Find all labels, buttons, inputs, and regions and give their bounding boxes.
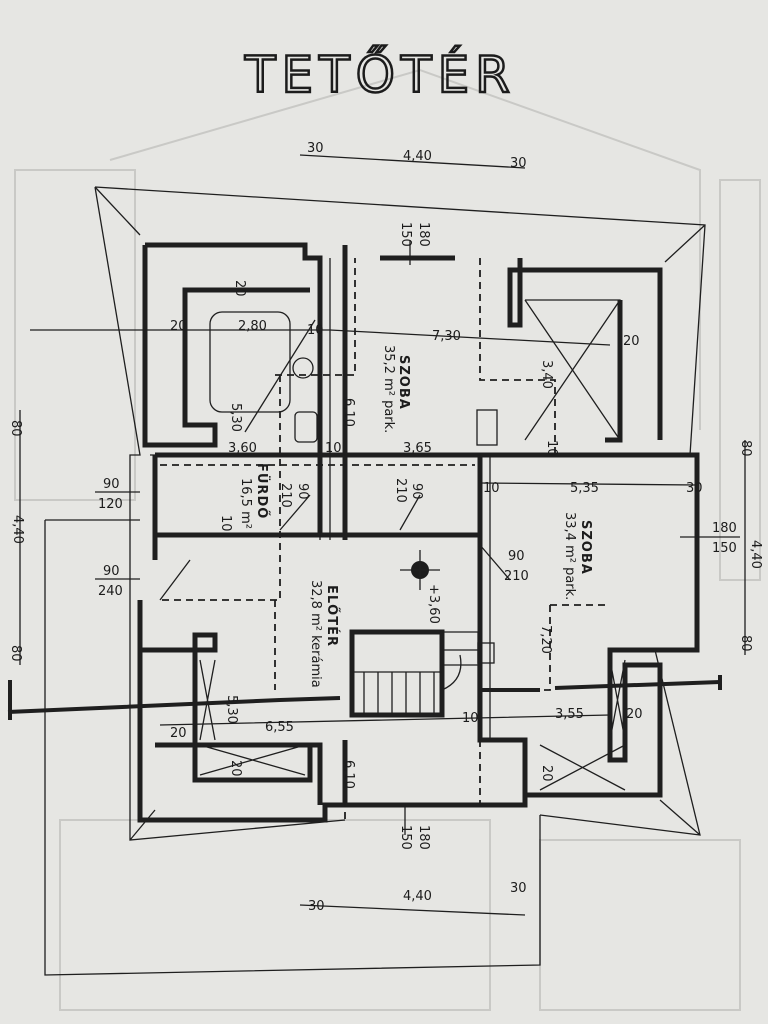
background-ghost-drawing <box>14 68 761 1011</box>
roof-windows <box>199 299 626 791</box>
dim-label: 80 <box>8 420 23 437</box>
dim-label: 4,40 <box>403 889 432 904</box>
dim-label: 20 <box>232 280 247 297</box>
dim-label: 30 <box>510 881 527 896</box>
level-mark: +3,60 <box>426 584 441 624</box>
dim-label: 120 <box>98 497 123 512</box>
bathroom-fixtures <box>209 311 318 443</box>
dim-label: 3,40 <box>539 360 554 389</box>
dim-label: 80 <box>738 440 753 457</box>
dim-label: 10 <box>462 711 479 726</box>
dim-label: 5,35 <box>570 481 599 496</box>
page-title: TETŐTÉR <box>244 45 516 104</box>
dim-label: 7,20 <box>538 625 553 654</box>
dim-label: 180 <box>712 521 737 536</box>
dim-label: 4,40 <box>403 149 432 164</box>
room-name-szoba-1: SZOBA <box>396 355 411 410</box>
dim-label: 180 <box>416 222 431 247</box>
dim-label: 210 <box>504 569 529 584</box>
room-area-eloter: 32,8 m² kerámia <box>308 580 323 688</box>
dim-label: 80 <box>8 645 23 662</box>
dim-label: 20 <box>626 707 643 722</box>
dim-label: 5,30 <box>228 403 243 432</box>
dim-label: 30 <box>308 899 325 914</box>
dim-label: 90 <box>103 477 120 492</box>
walls <box>137 242 700 823</box>
dim-label: 6,55 <box>265 720 294 735</box>
dim-label: 90 <box>409 483 424 500</box>
dim-label: 3,55 <box>555 707 584 722</box>
dim-label: 20 <box>170 319 187 334</box>
dim-label: 6,10 <box>341 760 356 789</box>
dim-label: 180 <box>416 825 431 850</box>
dim-label: 10 <box>218 515 233 532</box>
dim-label: 90 <box>295 483 310 500</box>
dim-label: 20 <box>228 760 243 777</box>
dim-label: 4,40 <box>748 540 763 569</box>
dimension-lines <box>19 154 746 916</box>
dim-label: 20 <box>623 334 640 349</box>
dim-label: 30 <box>686 481 703 496</box>
roof-outline <box>44 186 706 976</box>
dim-label: 90 <box>508 549 525 564</box>
dim-label: 90 <box>103 564 120 579</box>
sink-icon <box>294 411 318 443</box>
room-name-szoba-2: SZOBA <box>578 520 593 575</box>
dim-label: 10 <box>325 441 342 456</box>
dim-label: 210 <box>393 478 408 503</box>
slope-lines <box>160 258 610 820</box>
dim-label: 20 <box>539 765 554 782</box>
dim-label: 10 <box>544 440 559 457</box>
dim-label: 150 <box>398 825 413 850</box>
dim-label: 3,60 <box>228 441 257 456</box>
room-area-furdo: 16,5 m² <box>238 478 253 529</box>
room-area-szoba-2: 33,4 m² park. <box>562 512 577 600</box>
level-marker: +3,60 <box>400 550 441 624</box>
staircase <box>349 629 479 718</box>
dim-label: 20 <box>170 726 187 741</box>
dim-label: 150 <box>712 541 737 556</box>
room-name-eloter: ELŐTÉR <box>324 585 340 647</box>
dim-label: 10 <box>483 481 500 496</box>
room-name-furdo: FÜRDŐ <box>254 463 270 519</box>
room-area-szoba-1: 35,2 m² park. <box>381 345 396 433</box>
doors <box>159 494 511 601</box>
dim-label: 3,65 <box>403 441 432 456</box>
toilet-icon <box>292 357 314 379</box>
dim-label: 10 <box>307 323 324 338</box>
dim-label: 30 <box>510 156 527 171</box>
dimension-labels: 30 4,40 30 180 150 2,80 7,30 20 20 20 10… <box>8 141 763 914</box>
dim-label: 240 <box>98 584 123 599</box>
room-labels: SZOBA 35,2 m² park. FÜRDŐ 16,5 m² SZOBA … <box>238 345 593 688</box>
dim-label: 4,40 <box>10 515 25 544</box>
dim-label: 7,30 <box>432 329 461 344</box>
dim-label: 6,10 <box>341 398 356 427</box>
dim-label: 30 <box>307 141 324 156</box>
dim-label: 150 <box>398 222 413 247</box>
dim-label: 5,30 <box>224 695 239 724</box>
section-line <box>7 675 722 720</box>
dim-label: 2,80 <box>238 319 267 334</box>
bathtub-icon <box>209 311 291 413</box>
dim-label: 210 <box>278 483 293 508</box>
dim-label: 80 <box>738 635 753 652</box>
